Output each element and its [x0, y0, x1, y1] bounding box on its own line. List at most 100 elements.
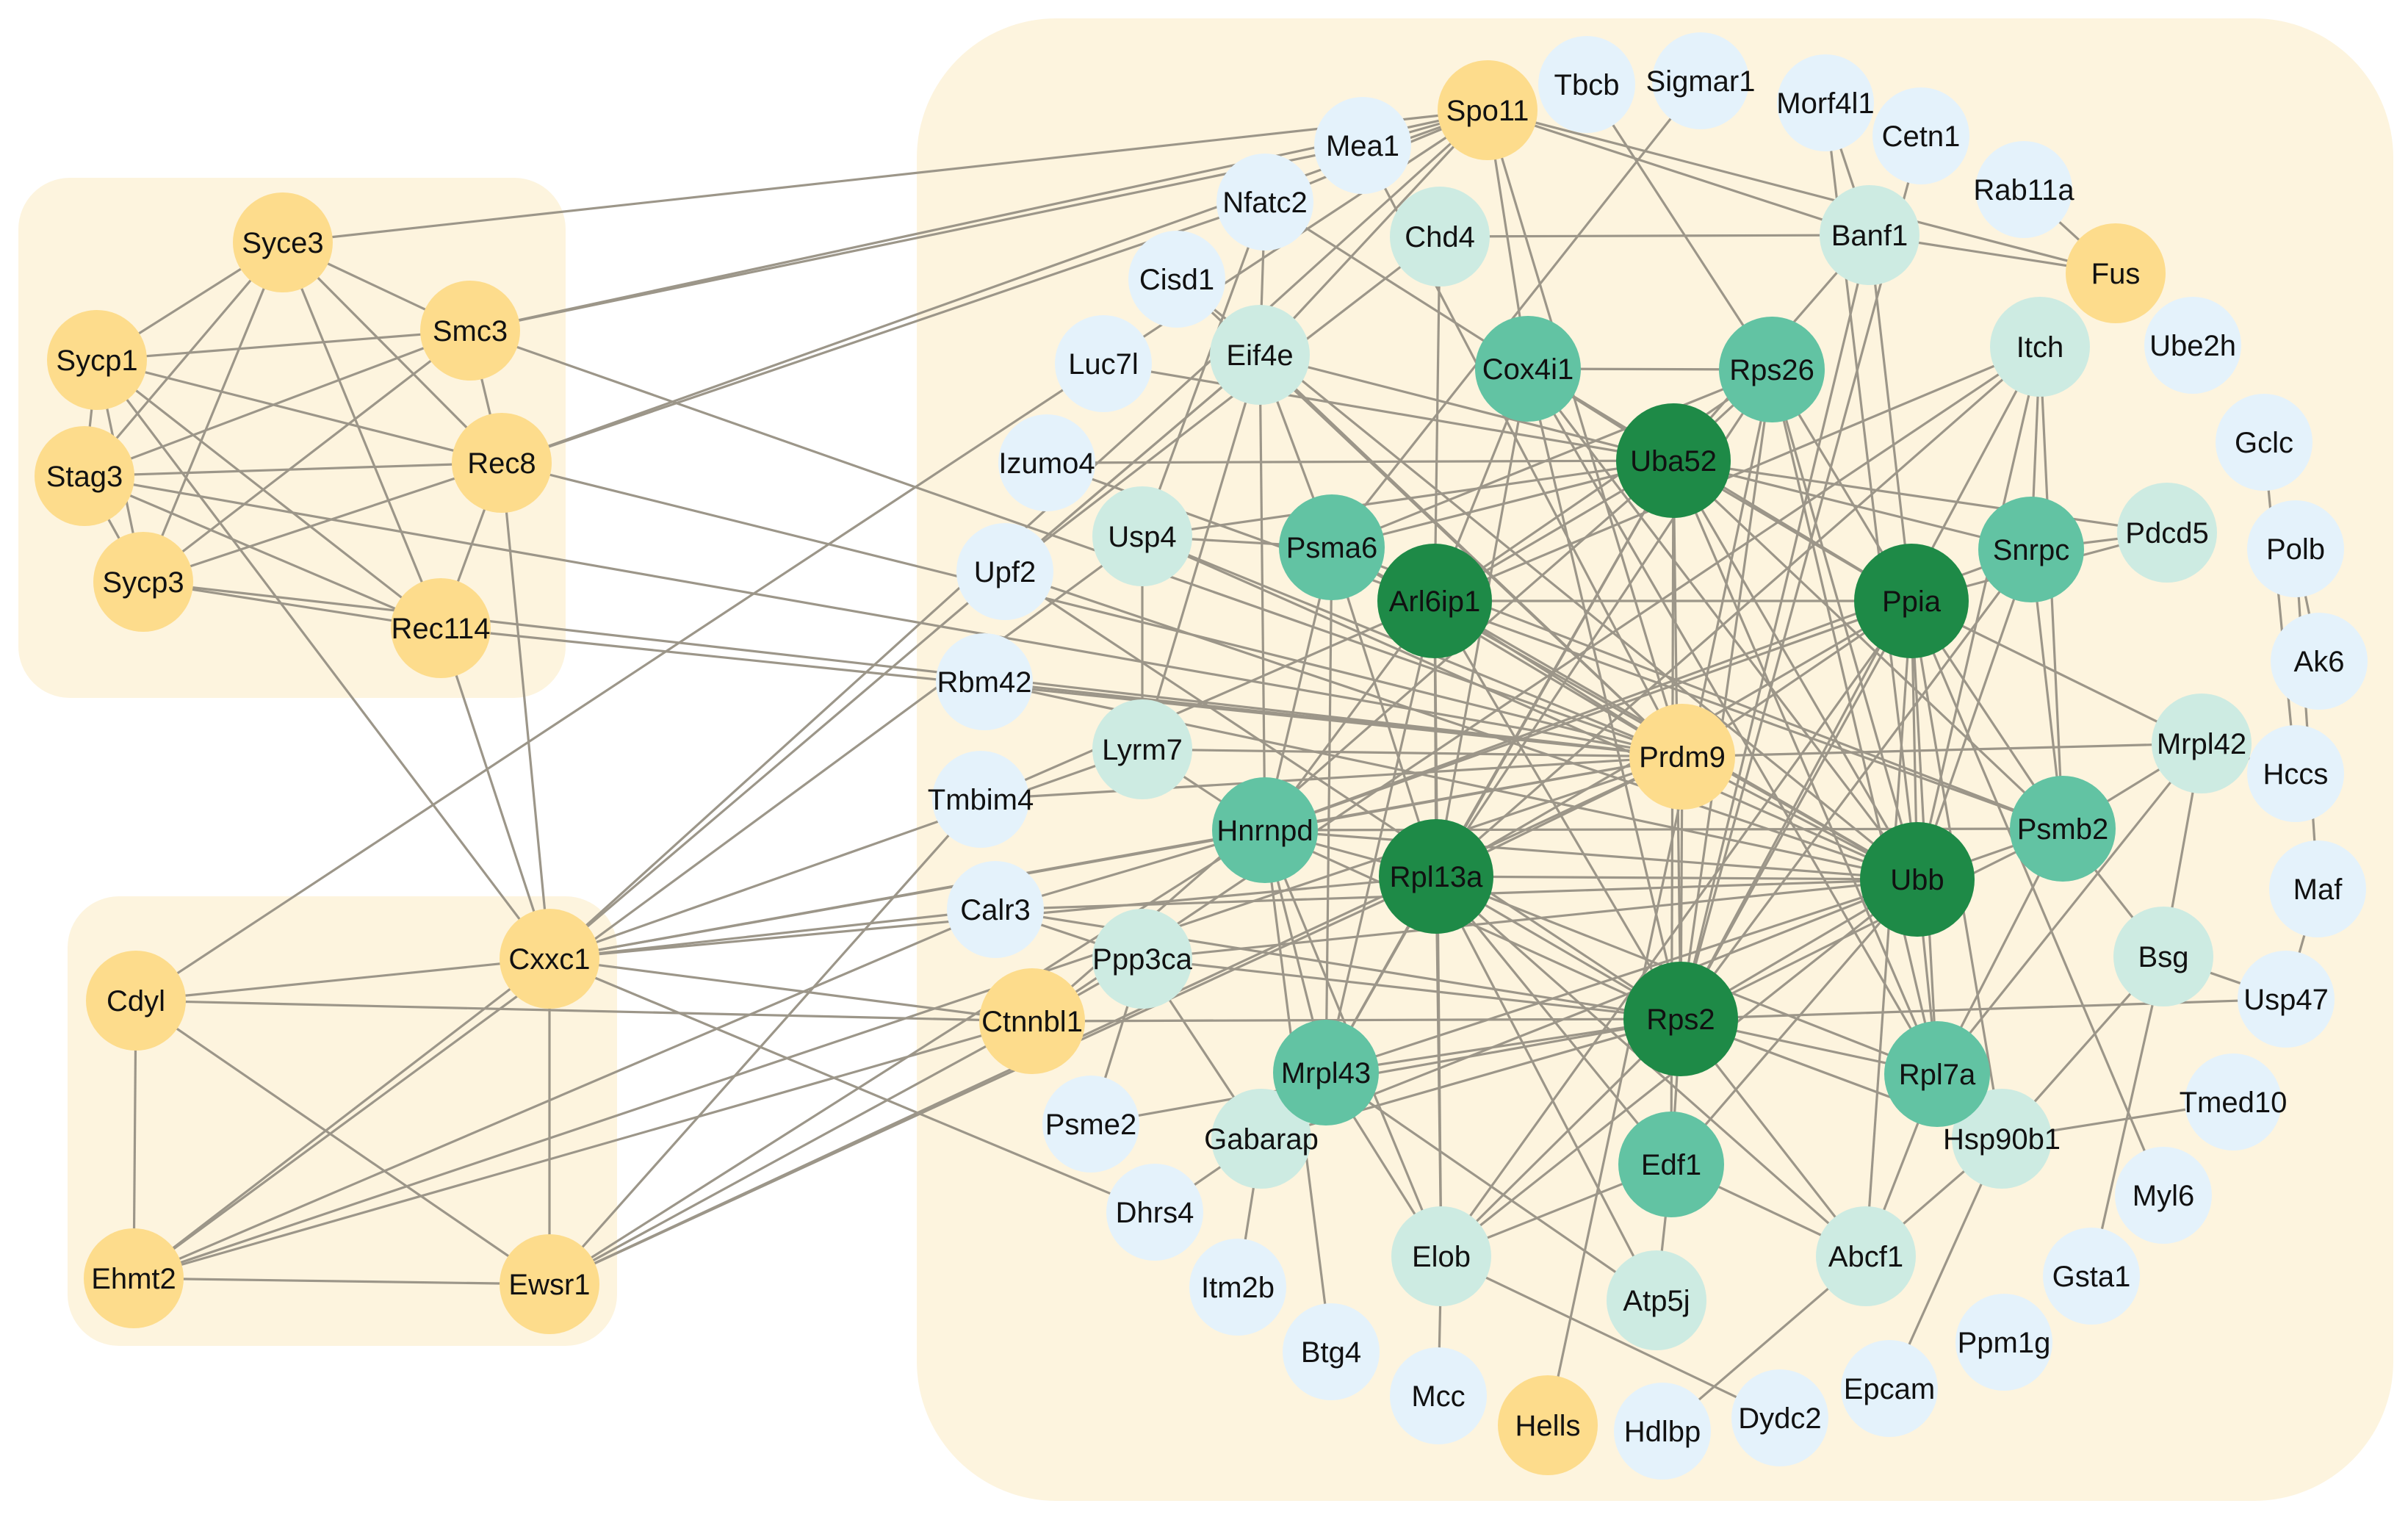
edge-ewsr1-tmbim4	[548, 798, 982, 1286]
node-uba52[interactable]: Uba52	[1616, 403, 1731, 518]
node-circle	[1616, 403, 1731, 518]
node-ehmt2[interactable]: Ehmt2	[84, 1228, 184, 1328]
node-dhrs4[interactable]: Dhrs4	[1106, 1164, 1203, 1261]
node-label: Tmed10	[2180, 1087, 2288, 1119]
node-chd4[interactable]: Chd4	[1390, 187, 1490, 287]
node-upf2[interactable]: Upf2	[956, 523, 1053, 620]
edge-psma6-mrpl43	[1324, 547, 1333, 1073]
node-label: Stag3	[46, 461, 123, 493]
node-ctnnbl1[interactable]: Ctnnbl1	[979, 968, 1085, 1074]
node-sigmar1[interactable]: Sigmar1	[1646, 32, 1756, 129]
node-circle	[1820, 185, 1919, 285]
node-rbm42[interactable]: Rbm42	[936, 633, 1033, 730]
node-tbcb[interactable]: Tbcb	[1538, 36, 1635, 133]
edge-banf1-ppia	[1868, 234, 1913, 602]
node-sycp1[interactable]: Sycp1	[47, 310, 147, 410]
node-circle	[2117, 483, 2217, 583]
node-fus[interactable]: Fus	[2066, 223, 2166, 323]
node-sycp3[interactable]: Sycp3	[93, 532, 193, 632]
node-usp47[interactable]: Usp47	[2238, 951, 2335, 1048]
node-eif4e[interactable]: Eif4e	[1210, 305, 1310, 405]
node-label: Ubb	[1890, 864, 1944, 896]
node-circle	[1952, 1089, 2052, 1189]
node-rpl13a[interactable]: Rpl13a	[1379, 819, 1493, 934]
node-smc3[interactable]: Smc3	[420, 281, 520, 381]
node-hells[interactable]: Hells	[1498, 1375, 1598, 1475]
node-arl6ip1[interactable]: Arl6ip1	[1377, 544, 1492, 658]
node-snrpc[interactable]: Snrpc	[1978, 497, 2084, 602]
node-stag3[interactable]: Stag3	[35, 426, 134, 526]
node-ppia[interactable]: Ppia	[1854, 544, 1969, 658]
edge-rec114-cxxc1	[439, 627, 551, 959]
node-spo11[interactable]: Spo11	[1438, 60, 1538, 160]
node-cdyl[interactable]: Cdyl	[86, 951, 186, 1051]
node-banf1[interactable]: Banf1	[1820, 185, 1919, 285]
node-pdcd5[interactable]: Pdcd5	[2117, 483, 2217, 583]
edge-sycp3-rec114	[143, 580, 441, 630]
node-circle	[1314, 97, 1411, 194]
node-ppm1g[interactable]: Ppm1g	[1955, 1294, 2052, 1391]
node-mea1[interactable]: Mea1	[1314, 97, 1411, 194]
node-usp4[interactable]: Usp4	[1092, 486, 1192, 586]
node-rab11a[interactable]: Rab11a	[1973, 141, 2074, 238]
node-gabarap[interactable]: Gabarap	[1204, 1089, 1319, 1189]
node-tmbim4[interactable]: Tmbim4	[928, 751, 1034, 848]
node-maf[interactable]: Maf	[2269, 840, 2366, 937]
node-cxxc1[interactable]: Cxxc1	[500, 909, 599, 1009]
node-atp5j[interactable]: Atp5j	[1607, 1250, 1706, 1350]
node-prdm9[interactable]: Prdm9	[1629, 704, 1735, 810]
node-psme2[interactable]: Psme2	[1042, 1076, 1139, 1173]
node-itm2b[interactable]: Itm2b	[1189, 1239, 1286, 1336]
node-itch[interactable]: Itch	[1990, 297, 2090, 397]
node-label: Cetn1	[1882, 120, 1961, 153]
node-cisd1[interactable]: Cisd1	[1128, 231, 1225, 328]
node-mcc[interactable]: Mcc	[1390, 1347, 1487, 1444]
node-lyrm7[interactable]: Lyrm7	[1092, 699, 1192, 799]
node-mrpl42[interactable]: Mrpl42	[2152, 694, 2252, 793]
edge-chd4-arl6ip1	[1433, 236, 1441, 602]
node-izumo4[interactable]: Izumo4	[998, 414, 1095, 511]
node-calr3[interactable]: Calr3	[947, 861, 1044, 958]
node-btg4[interactable]: Btg4	[1283, 1303, 1380, 1400]
node-edf1[interactable]: Edf1	[1618, 1112, 1724, 1217]
node-nfatc2[interactable]: Nfatc2	[1216, 154, 1313, 251]
node-gsta1[interactable]: Gsta1	[2043, 1228, 2140, 1325]
node-label: Elob	[1412, 1241, 1471, 1273]
node-ubb[interactable]: Ubb	[1860, 822, 1975, 937]
node-dydc2[interactable]: Dydc2	[1731, 1369, 1828, 1466]
edge-ppp3ca-ubb	[1142, 878, 1918, 960]
node-tmed10[interactable]: Tmed10	[2180, 1053, 2288, 1150]
node-hnrnpd[interactable]: Hnrnpd	[1212, 777, 1318, 883]
node-ewsr1[interactable]: Ewsr1	[500, 1234, 599, 1334]
node-ak6[interactable]: Ak6	[2271, 613, 2368, 710]
edge-ctnnbl1-rps2	[1031, 1017, 1681, 1023]
node-cetn1[interactable]: Cetn1	[1872, 87, 1969, 184]
node-syce3[interactable]: Syce3	[233, 192, 333, 292]
node-circle	[1614, 1383, 1711, 1480]
node-rec114[interactable]: Rec114	[391, 578, 491, 678]
node-mrpl43[interactable]: Mrpl43	[1273, 1020, 1379, 1125]
node-bsg[interactable]: Bsg	[2113, 907, 2213, 1006]
node-elob[interactable]: Elob	[1391, 1206, 1491, 1306]
node-morf4l1[interactable]: Morf4l1	[1776, 54, 1875, 151]
node-hsp90b1[interactable]: Hsp90b1	[1943, 1089, 2061, 1189]
node-epcam[interactable]: Epcam	[1841, 1340, 1938, 1437]
node-rec8[interactable]: Rec8	[452, 413, 552, 513]
node-ube2h[interactable]: Ube2h	[2144, 297, 2241, 394]
node-rpl7a[interactable]: Rpl7a	[1884, 1021, 1990, 1127]
node-luc7l[interactable]: Luc7l	[1055, 315, 1152, 412]
node-hccs[interactable]: Hccs	[2247, 725, 2344, 822]
node-label: Luc7l	[1068, 348, 1139, 381]
node-ppp3ca[interactable]: Ppp3ca	[1092, 909, 1193, 1009]
node-polb[interactable]: Polb	[2247, 500, 2344, 597]
node-psmb2[interactable]: Psmb2	[2010, 776, 2116, 882]
node-rps2[interactable]: Rps2	[1623, 962, 1738, 1076]
node-cox4i1[interactable]: Cox4i1	[1475, 316, 1581, 422]
node-gclc[interactable]: Gclc	[2216, 394, 2313, 491]
node-abcf1[interactable]: Abcf1	[1816, 1206, 1916, 1306]
node-psma6[interactable]: Psma6	[1279, 494, 1385, 600]
node-myl6[interactable]: Myl6	[2115, 1147, 2212, 1244]
edge-ehmt2-ewsr1	[133, 1277, 550, 1286]
node-rps26[interactable]: Rps26	[1719, 317, 1825, 422]
node-hdlbp[interactable]: Hdlbp	[1614, 1383, 1711, 1480]
